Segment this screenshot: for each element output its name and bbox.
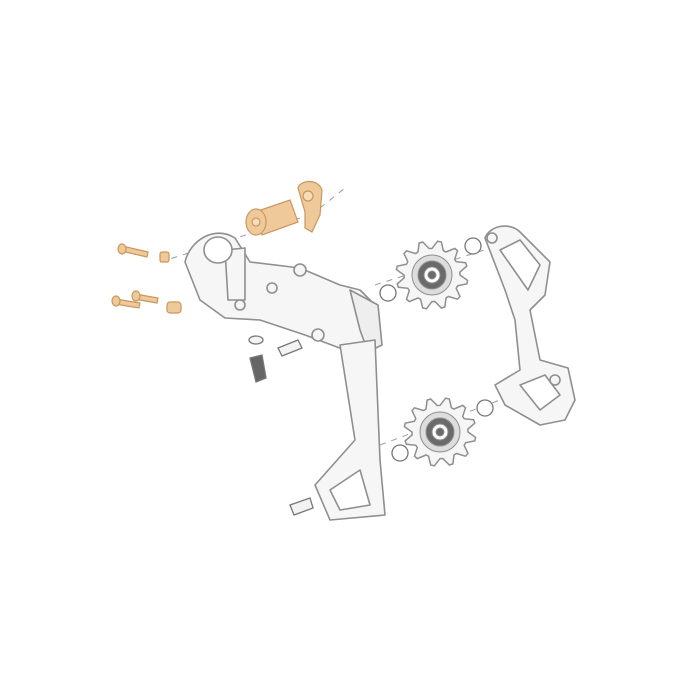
limit-screws <box>111 243 159 309</box>
grey-hardware <box>248 237 494 516</box>
pulley-bearing-ring <box>435 427 445 437</box>
washer <box>248 335 264 345</box>
axis-line <box>319 187 346 209</box>
highlighted-parts <box>111 180 323 314</box>
washer-upper-outer <box>464 237 482 255</box>
washer-lower <box>391 444 409 462</box>
washer-lower-outer <box>476 399 494 417</box>
derailleur-body <box>184 232 386 521</box>
lower-pulley <box>403 397 477 467</box>
screw <box>277 339 303 357</box>
cable-bolt <box>249 354 267 383</box>
outer-cage-plate <box>484 225 576 426</box>
pulley-wheels <box>395 240 477 467</box>
pulley-bearing-ring <box>427 270 437 280</box>
washer-upper <box>379 284 397 302</box>
b-knuckle-link <box>297 180 323 233</box>
cage-bolt <box>289 497 314 516</box>
upper-pulley <box>395 240 469 310</box>
b-bolt <box>245 199 299 236</box>
screw-nuts <box>159 251 182 314</box>
